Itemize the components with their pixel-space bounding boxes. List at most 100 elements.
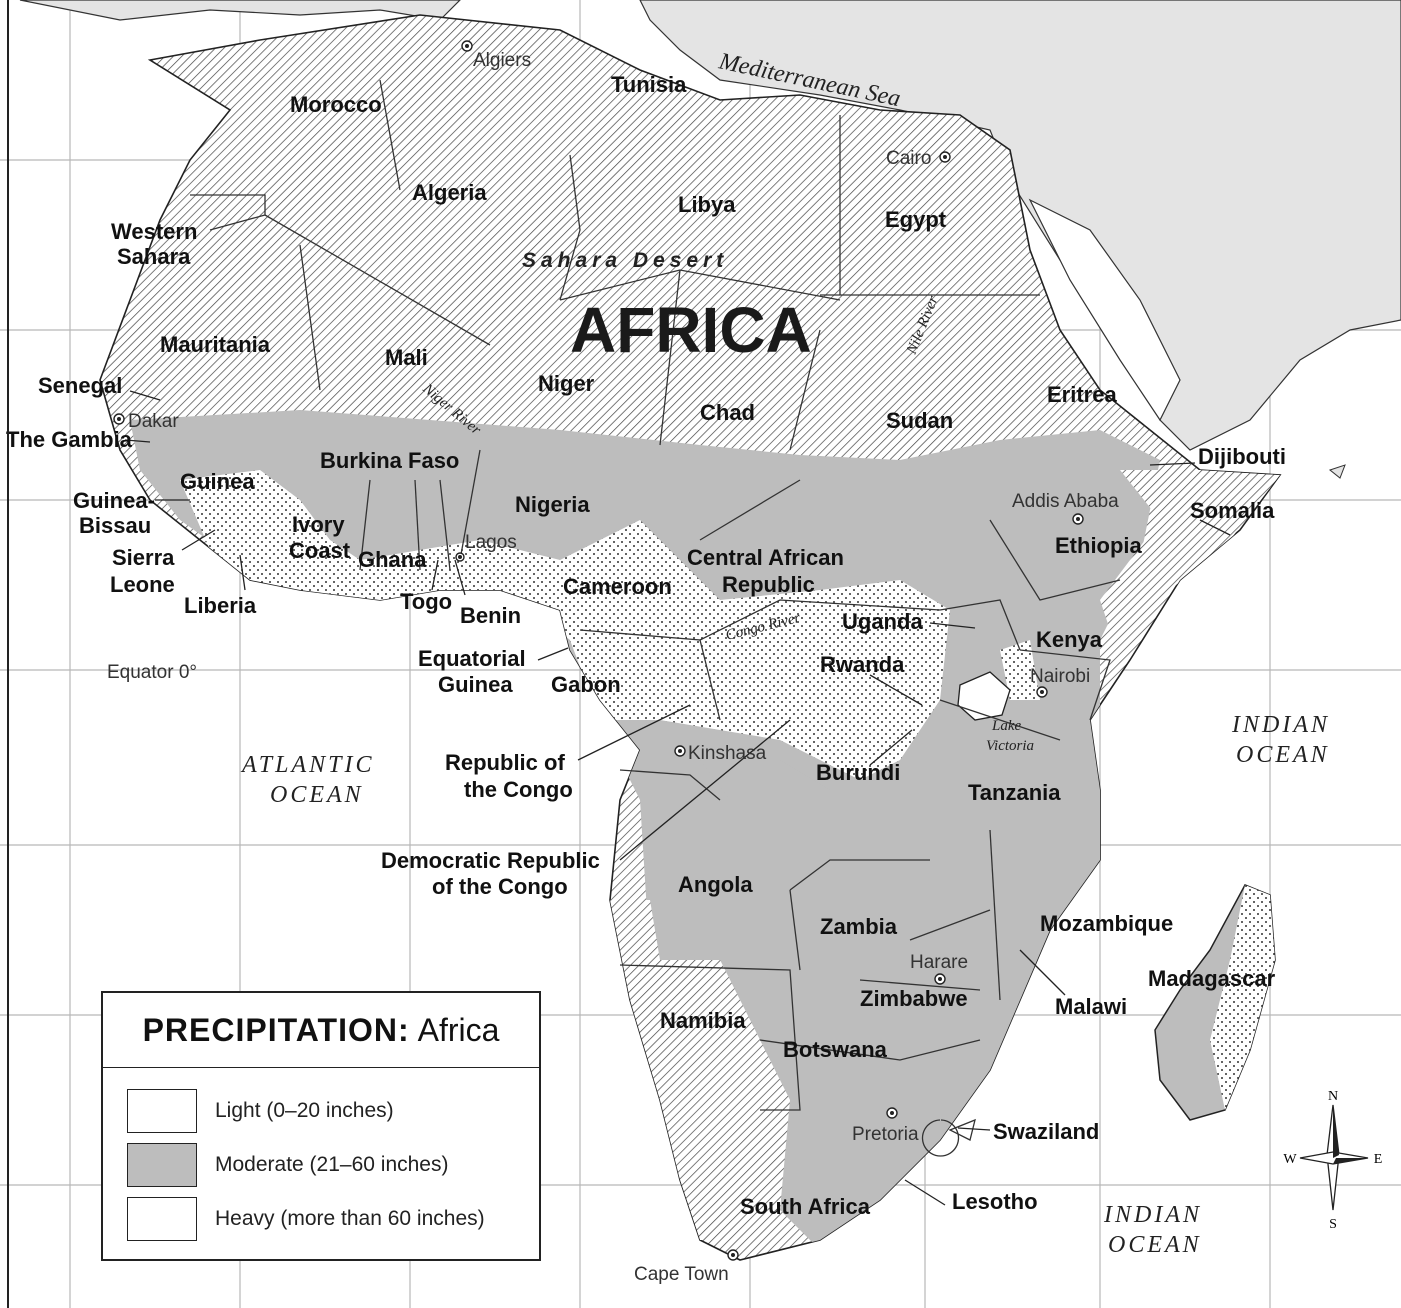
country-ivory-coast-2: Coast	[289, 538, 351, 563]
zone-heavy-west	[180, 470, 950, 780]
country-burkina-faso: Burkina Faso	[320, 448, 459, 473]
city-dot-addis-ababa	[1072, 513, 1084, 525]
country-morocco: Morocco	[290, 92, 382, 117]
atlantic-label-1: ATLANTIC	[240, 752, 374, 778]
precipitation-zones	[130, 410, 1280, 1250]
country-mauritania: Mauritania	[160, 332, 271, 357]
country-guinea-bissau-1: Guinea-	[73, 488, 155, 513]
country-equatorial-guinea-2: Guinea	[438, 672, 513, 697]
country-drc-2: of the Congo	[432, 874, 568, 899]
country-the-gambia: The Gambia	[6, 427, 133, 452]
zone-moderate-island	[700, 760, 830, 810]
desert-label: Sahara Desert	[522, 249, 728, 272]
country-benin: Benin	[460, 603, 521, 628]
indian-label-upper-2: OCEAN	[1236, 742, 1330, 768]
country-western-sahara-2: Sahara	[117, 244, 191, 269]
country-tunisia: Tunisia	[611, 72, 687, 97]
country-chad: Chad	[700, 400, 755, 425]
city-cairo: Cairo	[886, 148, 931, 169]
country-uganda: Uganda	[842, 609, 923, 634]
country-borders	[190, 79, 1121, 1157]
zone-light-sw	[600, 900, 780, 1240]
legend-swatch-light	[127, 1089, 197, 1133]
country-gabon: Gabon	[551, 672, 621, 697]
city-lagos: Lagos	[465, 532, 517, 553]
city-markers	[113, 40, 1084, 1261]
country-libya: Libya	[678, 192, 736, 217]
city-dot-harare	[934, 973, 946, 985]
country-sierra-leone-1: Sierra	[112, 545, 175, 570]
country-senegal: Senegal	[38, 373, 122, 398]
compass-w-label: W	[1283, 1152, 1297, 1167]
country-ivory-coast-1: Ivory	[292, 512, 345, 537]
city-cape-town: Cape Town	[634, 1264, 729, 1285]
city-dot-pretoria	[886, 1107, 898, 1119]
city-dot-algiers	[461, 40, 473, 52]
lake-victoria-label-1: Lake	[991, 718, 1022, 734]
city-addis-ababa: Addis Ababa	[1012, 491, 1119, 512]
legend-item-heavy: Heavy (more than 60 inches)	[127, 1197, 485, 1241]
legend-label-heavy: Heavy (more than 60 inches)	[215, 1207, 485, 1230]
country-kenya: Kenya	[1036, 627, 1103, 652]
legend-label-moderate: Moderate (21–60 inches)	[215, 1153, 449, 1176]
city-dakar: Dakar	[128, 411, 179, 432]
country-tanzania: Tanzania	[968, 780, 1061, 805]
legend-title-region: Africa	[417, 1011, 500, 1048]
country-namibia: Namibia	[660, 1008, 746, 1033]
city-dot-nairobi	[1036, 686, 1048, 698]
country-sierra-leone-2: Leone	[110, 572, 175, 597]
country-algeria: Algeria	[412, 180, 487, 205]
legend-title: PRECIPITATION: Africa	[103, 993, 539, 1068]
legend-swatch-moderate	[127, 1143, 197, 1187]
zone-light-horn	[1100, 470, 1280, 660]
country-nigeria: Nigeria	[515, 492, 590, 517]
continent-label: AFRICA	[570, 294, 812, 366]
country-rwanda: Rwanda	[820, 652, 905, 677]
country-equatorial-guinea-1: Equatorial	[418, 646, 526, 671]
compass-e-label: E	[1374, 1152, 1383, 1167]
city-dot-cape-town	[727, 1249, 739, 1261]
country-niger: Niger	[538, 371, 595, 396]
legend-swatch-heavy	[127, 1197, 197, 1241]
legend-title-bold: PRECIPITATION:	[142, 1011, 410, 1048]
city-harare: Harare	[910, 952, 968, 973]
country-car-1: Central African	[687, 545, 844, 570]
equator-label: Equator 0°	[107, 662, 197, 683]
indian-label-upper-1: INDIAN	[1231, 712, 1330, 738]
country-mali: Mali	[385, 345, 428, 370]
country-djibouti: Dijibouti	[1198, 444, 1286, 469]
legend-item-moderate: Moderate (21–60 inches)	[127, 1143, 448, 1187]
lake-victoria-label-2: Victoria	[986, 738, 1034, 754]
country-car-2: Republic	[722, 572, 815, 597]
country-mozambique: Mozambique	[1040, 911, 1173, 936]
city-algiers: Algiers	[473, 50, 531, 71]
compass-s-label: S	[1329, 1217, 1337, 1232]
country-guinea: Guinea	[180, 469, 255, 494]
leader-lines	[124, 390, 1231, 1206]
atlantic-label-2: OCEAN	[270, 782, 364, 808]
country-lesotho: Lesotho	[952, 1189, 1038, 1214]
country-liberia: Liberia	[184, 593, 257, 618]
madagascar-heavy-zone	[1210, 885, 1275, 1110]
lake-victoria	[957, 671, 1011, 721]
precipitation-legend: PRECIPITATION: Africa Light (0–20 inches…	[101, 991, 541, 1261]
city-dot-lagos	[455, 552, 465, 562]
zone-heavy-east	[1000, 640, 1040, 700]
country-swaziland: Swaziland	[993, 1119, 1099, 1144]
country-zimbabwe: Zimbabwe	[860, 986, 968, 1011]
country-malawi: Malawi	[1055, 994, 1127, 1019]
country-somalia: Somalia	[1190, 498, 1275, 523]
compass-rose: N S E W	[1283, 1089, 1382, 1232]
country-sudan: Sudan	[886, 408, 953, 433]
indian-label-lower-2: OCEAN	[1108, 1232, 1202, 1258]
city-nairobi: Nairobi	[1030, 666, 1090, 687]
city-pretoria: Pretoria	[852, 1124, 919, 1145]
compass-n-label: N	[1328, 1089, 1338, 1104]
other-landmass	[19, 0, 1401, 479]
city-dot-dakar	[113, 413, 125, 425]
country-madagascar: Madagascar	[1148, 966, 1276, 991]
city-dot-kinshasa	[674, 745, 686, 757]
city-kinshasa: Kinshasa	[688, 743, 767, 764]
country-angola: Angola	[678, 872, 753, 897]
